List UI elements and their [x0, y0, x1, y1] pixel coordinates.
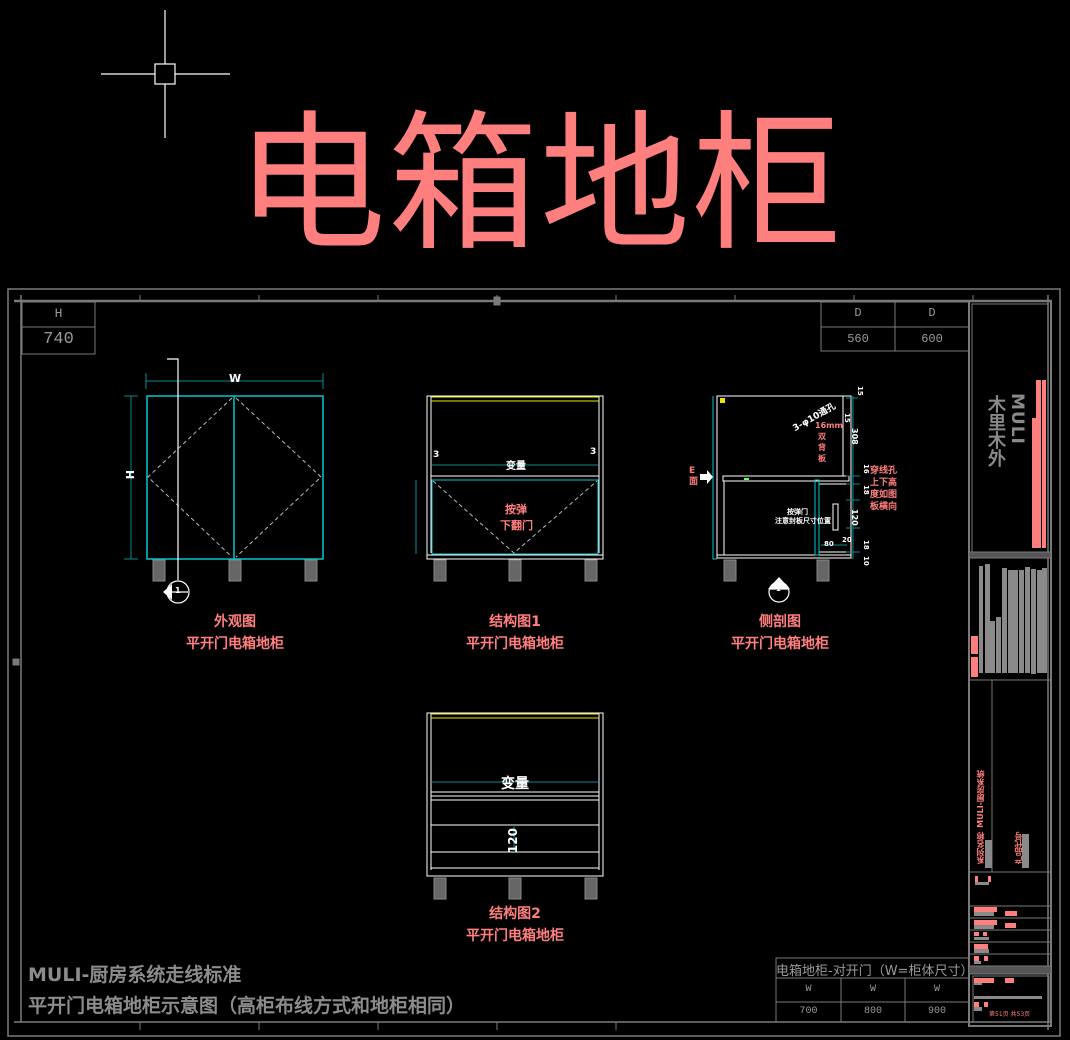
- figure-caption-side-section: 侧剖图 平开门电箱地柜: [715, 611, 845, 655]
- figure-name: 结构图1: [489, 614, 541, 630]
- figure-structure-2: [426, 712, 604, 900]
- series-label: MULI-厨房系统: [976, 770, 985, 828]
- size-val-1: 700: [799, 1006, 818, 1017]
- header-d-label-2: D: [928, 306, 936, 320]
- side-dim-5: 18: [862, 485, 870, 495]
- page-info: 第51页 共53页: [989, 1011, 1031, 1018]
- side-dim-3: 308: [850, 428, 859, 445]
- field-series-name: 系列名称: [976, 832, 985, 864]
- side-dim-4: 16: [862, 464, 870, 474]
- figure-caption-structure-2: 结构图2 平开门电箱地柜: [450, 903, 580, 947]
- drawing-title: 电箱地柜: [235, 98, 844, 272]
- figure-caption-structure-1: 结构图1 平开门电箱地柜: [450, 611, 580, 655]
- figure-subtitle: 平开门电箱地柜: [466, 928, 564, 944]
- dim-variable-label: 变量: [506, 461, 526, 472]
- figure-name: 侧剖图: [759, 614, 801, 630]
- side-face-note: E 面: [689, 466, 699, 487]
- panel-note: 16mm 双 背 板: [815, 421, 843, 463]
- side-dim-1: 15: [856, 386, 864, 396]
- figure-name: 结构图2: [489, 906, 541, 922]
- figure-name: 外观图: [214, 614, 256, 630]
- dim-side-b: 3: [590, 447, 597, 457]
- brand-logo-en: MULI: [1007, 393, 1027, 445]
- dim-gap-120: 120: [506, 828, 520, 854]
- size-table-header: 电箱地柜-对开门（W=柜体尺寸）: [776, 964, 974, 979]
- size-col-3: W: [933, 984, 940, 995]
- size-table: [775, 957, 970, 1023]
- side-dim-8: 80: [824, 540, 834, 548]
- figure-side-section: [700, 395, 860, 603]
- crosshair-cursor-icon: [101, 10, 230, 138]
- dim-side-a: 3: [433, 450, 440, 460]
- figure-structure-1: [415, 395, 604, 582]
- inner-door-note: 按弹门 注意封板尺寸位置: [775, 508, 831, 525]
- section-marker-1: 1: [175, 586, 181, 595]
- side-dim-9: 18: [862, 540, 870, 550]
- size-col-1: W: [805, 984, 812, 995]
- sheet-frame: [7, 288, 1061, 1037]
- figure-subtitle: 平开门电箱地柜: [731, 636, 829, 652]
- side-dim-10: 10: [862, 556, 870, 566]
- brand-logo-cn: 木里木外: [985, 395, 1006, 467]
- figure-exterior-view: [124, 358, 324, 604]
- size-col-2: W: [869, 984, 876, 995]
- figure-subtitle: 平开门电箱地柜: [186, 636, 284, 652]
- footer-standard-title: MULI-厨房系统走线标准: [28, 964, 242, 986]
- header-d-value-2: 600: [921, 332, 943, 346]
- header-d-value-1: 560: [847, 332, 869, 346]
- view-arrow-icon: [700, 470, 713, 484]
- title-block: [968, 300, 1052, 1027]
- dim-variable-label-2: 变量: [501, 776, 529, 792]
- header-h-value: 740: [43, 330, 74, 349]
- dim-width-label: W: [229, 372, 242, 385]
- section-marker-2: 1: [776, 585, 781, 593]
- dim-height-label: H: [124, 470, 137, 480]
- header-table-left: [21, 301, 96, 355]
- wiring-hole-note: 穿线孔 上下高 度如图 板横向: [870, 466, 898, 512]
- figure-caption-exterior: 外观图 平开门电箱地柜: [170, 611, 300, 655]
- footer-drawing-description: 平开门电箱地柜示意图（高柜布线方式和地柜相同）: [28, 995, 466, 1017]
- title-block-marks: [971, 380, 1047, 1011]
- size-val-2: 800: [863, 1006, 882, 1017]
- flap-door-note: 按弹 下翻门: [500, 503, 533, 532]
- side-dim-2: 15: [843, 413, 851, 423]
- header-d-label-1: D: [854, 306, 862, 320]
- side-dim-7: 20: [842, 536, 852, 544]
- header-h-label: H: [54, 306, 63, 321]
- figure-subtitle: 平开门电箱地柜: [466, 636, 564, 652]
- size-val-3: 900: [927, 1006, 946, 1017]
- side-dim-6: 120: [850, 509, 859, 526]
- field-product-code: 产品代号: [1014, 832, 1023, 864]
